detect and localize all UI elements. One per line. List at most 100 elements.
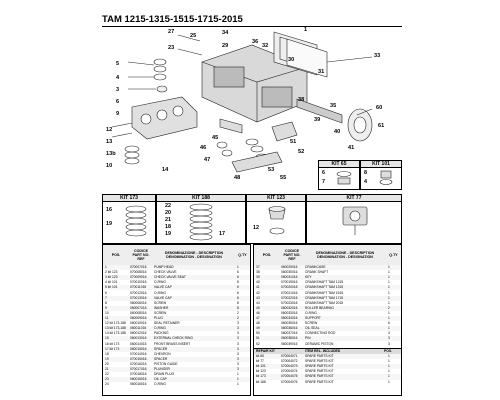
- cell-qty: 3: [237, 351, 239, 356]
- cell-qty: 6: [237, 280, 239, 285]
- cell-desc: SCREW: [305, 321, 318, 326]
- cell-desc: CERAMIC PISTON: [305, 341, 334, 346]
- cell-qty: 1: [388, 316, 390, 320]
- cell-qty: 3: [388, 336, 390, 341]
- cell-code: 070023016: [281, 300, 298, 305]
- cell-code: 060039016: [281, 341, 298, 346]
- cell-desc: CHECK VALVE SEAT: [154, 275, 186, 280]
- cell-desc: FRONT BRASS INSERT: [154, 341, 191, 346]
- table-header: POS. CODICE PART NO. REF DENOMINAZIONE -…: [103, 245, 250, 266]
- cell-qty: 1: [388, 326, 390, 331]
- cell-qty: 1: [388, 295, 390, 300]
- kit-173-num: 19: [106, 221, 112, 227]
- cell-code: 060029016: [281, 265, 298, 269]
- cell-qty: 3: [388, 331, 390, 336]
- cell-qty: 3: [237, 367, 239, 371]
- cell-code: 060015016: [130, 377, 147, 382]
- callout-label: 31: [318, 69, 325, 75]
- kit-65-box: KIT 65 6 7: [318, 160, 360, 190]
- kit-101-drawing: [379, 170, 393, 185]
- cell-qty: 1: [388, 265, 390, 269]
- cell-qty: 6: [237, 290, 239, 295]
- cell-desc: OIL SEAL: [305, 326, 320, 331]
- callout-label: 39: [314, 117, 321, 123]
- cell-qty: 1: [388, 379, 390, 384]
- cell-code: 060007016: [130, 305, 147, 310]
- cell-pos: 18: [105, 351, 109, 356]
- cell-code: 070004071: [281, 354, 298, 359]
- callout-label: 14: [162, 167, 169, 173]
- kit-173-title: KIT 173: [103, 195, 155, 202]
- cell-qty: 1: [388, 275, 390, 280]
- cell-pos: 17 kit 173: [105, 346, 120, 351]
- callout-label: 6: [116, 99, 120, 105]
- kit-188-num: 18: [165, 224, 171, 230]
- cell-desc: SCREW: [154, 310, 167, 315]
- kit-101-title: KIT 101: [361, 161, 401, 168]
- kit-65-drawing: [336, 171, 352, 185]
- cell-qty: 1: [388, 374, 390, 379]
- cell-pos: 1: [105, 265, 107, 269]
- parts-table-left: POS. CODICE PART NO. REF DENOMINAZIONE -…: [102, 244, 251, 396]
- cell-code: 070020016: [281, 285, 298, 290]
- cell-desc: VALVE CAP: [154, 295, 172, 300]
- cell-desc: PLUG: [154, 316, 163, 320]
- cell-desc: SPARE PARTS KIT: [305, 359, 334, 364]
- cell-code: 070009016: [130, 275, 147, 280]
- cell-qty: 1: [388, 364, 390, 369]
- cell-pos: 7: [105, 295, 107, 300]
- callout-label: 9: [116, 111, 120, 117]
- cell-pos: 24: [105, 382, 109, 387]
- cell-pos: 44: [256, 300, 260, 305]
- cell-qty: 6: [237, 285, 239, 290]
- cell-pos: 3 kit 123: [105, 275, 118, 280]
- cell-desc: O-RING: [154, 326, 166, 331]
- cell-code: 070004076: [281, 379, 298, 384]
- cell-desc: CRANKCASE: [305, 265, 326, 269]
- callout-label: 33: [374, 53, 381, 59]
- cell-pos: 41: [256, 285, 260, 290]
- cell-pos: 42: [256, 290, 260, 295]
- cell-desc: CONNECTING ROD: [305, 331, 336, 336]
- cell-desc: O-RING: [154, 382, 166, 387]
- callout-label: 45: [212, 135, 219, 141]
- kit-123-num: 12: [253, 225, 259, 231]
- cell-pos: 8: [105, 300, 107, 305]
- cell-pos: 16 kit 173: [105, 341, 120, 346]
- callout-label: 40: [334, 129, 341, 135]
- cell-qty: 1: [388, 359, 390, 364]
- cell-qty: 1: [388, 290, 390, 295]
- callout-label: 60: [376, 105, 383, 111]
- cell-qty: 3: [237, 361, 239, 366]
- callout-label: 12: [106, 127, 113, 133]
- cell-code: 070008016: [130, 270, 147, 275]
- kit-173-box: KIT 173 16 19: [102, 194, 156, 244]
- cell-desc: SPACER: [154, 356, 168, 361]
- callout-label: 61: [378, 123, 385, 129]
- cell-qty: 3: [237, 341, 239, 346]
- kit-173-drawing: [125, 205, 147, 237]
- cell-desc: O-RING: [154, 290, 166, 295]
- callout-label: 5: [116, 61, 120, 67]
- cell-pos: 38: [256, 270, 260, 275]
- callout-label: 25: [190, 33, 197, 39]
- kit-65-num: 7: [322, 179, 325, 185]
